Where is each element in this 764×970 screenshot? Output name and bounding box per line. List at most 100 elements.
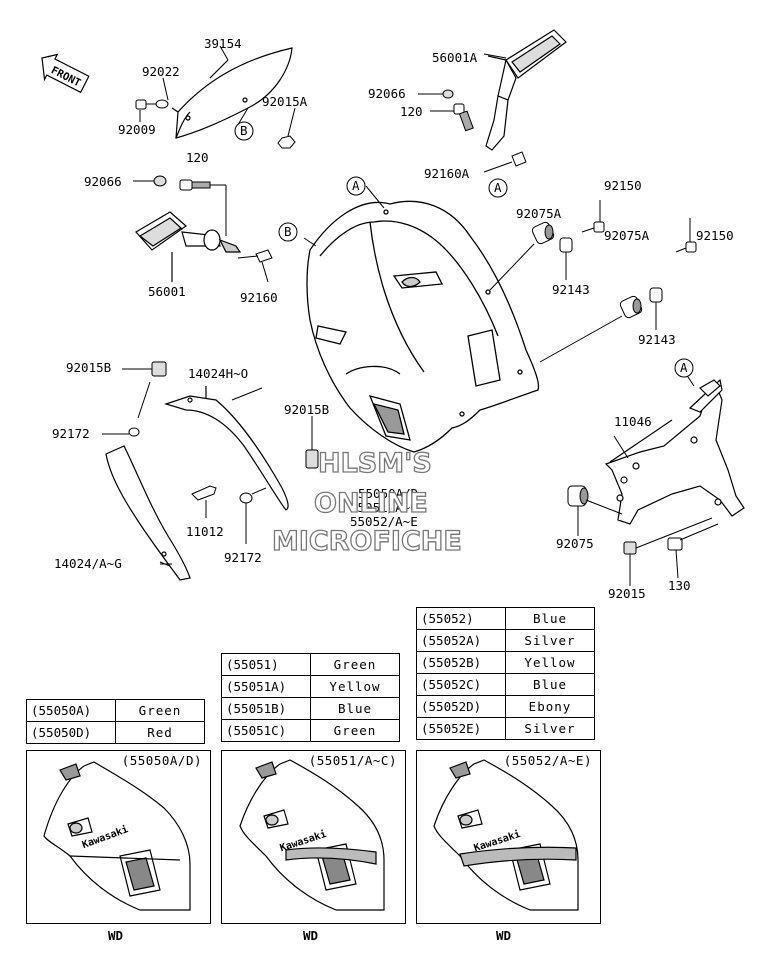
table-cell-color: Silver (505, 717, 595, 740)
label-14024A: 14024/A~G (54, 556, 122, 571)
nut-92015A (277, 107, 296, 149)
table-cell-code: (55052A) (416, 629, 506, 652)
svg-text:B: B (284, 224, 292, 239)
ref-mark-a-4: A (488, 178, 508, 198)
collar-92143-a (559, 237, 573, 280)
grommet-92075 (567, 485, 623, 536)
table-row: (55051)Green (221, 653, 400, 676)
right-mirror-cap-92066 (418, 89, 454, 99)
table-cell-code: (55052) (416, 607, 506, 630)
label-14024H: 14024H~O (188, 366, 248, 381)
variant-footer-2: WD (303, 928, 319, 943)
variant-box-title: (55050A/D) (121, 753, 202, 768)
left-mirror-plate-92160 (255, 249, 273, 283)
bolt-130 (667, 523, 719, 579)
clip-92015B-left (122, 361, 167, 419)
table-row: (55050A)Green (26, 699, 205, 722)
label-55051: 55051/A~C (350, 500, 418, 515)
table-row: (55052B)Yellow (416, 651, 595, 674)
label-92015A-top: 92015A (262, 94, 308, 109)
variant-box-title: (55051/A~C) (308, 753, 397, 768)
label-92015B-left: 92015B (66, 360, 111, 375)
watermark-text: HLSM'S ONLINE MICROFICHE (271, 447, 462, 557)
variant-box-55050: (55050A/D) (26, 750, 211, 924)
label-120-left: 120 (186, 150, 209, 165)
variant-cowling-illustrations: Kawasaki Kawasaki Kawasaki (43, 759, 579, 911)
table-cell-code: (55051A) (221, 675, 311, 698)
label-120-right: 120 (400, 104, 423, 119)
right-mirror-plate-92160A (483, 151, 527, 173)
table-cell-code: (55052E) (416, 717, 506, 740)
table-cell-color: Blue (505, 607, 595, 630)
table-cell-color: Red (115, 721, 205, 744)
screw-92172-left (102, 427, 140, 437)
color-table-55050: (55050A)Green (55050D)Red (26, 699, 205, 744)
upper-cowling-part (306, 200, 540, 453)
ref-mark-a-5: A (674, 358, 694, 378)
variant-box-55051: (55051/A~C) (221, 750, 406, 924)
label-92150-b: 92150 (696, 228, 734, 243)
stay-bracket-11046 (604, 378, 745, 525)
table-row: (55052A)Silver (416, 629, 595, 652)
bolt-92150-b (675, 218, 697, 253)
front-arrow-icon: FRONT (41, 53, 90, 94)
svg-text:A: A (352, 178, 360, 193)
inner-fairing-part (164, 386, 289, 511)
label-92172-mid: 92172 (224, 550, 262, 565)
label-92143-b: 92143 (638, 332, 676, 347)
ref-mark-a-3: A (346, 176, 366, 196)
variant-cowling-3: Kawasaki (433, 759, 579, 911)
left-mirror-part (135, 211, 242, 282)
leader-lines (160, 45, 695, 565)
variant-box-title: (55052/A~E) (503, 753, 592, 768)
watermark-line-2: ONLINE (314, 488, 428, 519)
svg-text:A: A (494, 180, 502, 195)
right-mirror-part (485, 29, 567, 151)
color-table-55052: (55052)Blue (55052A)Silver (55052B)Yello… (416, 607, 595, 740)
table-row: (55052E)Silver (416, 717, 595, 740)
label-130: 130 (668, 578, 691, 593)
svg-text:A: A (680, 360, 688, 375)
grommet-92075A-b (539, 295, 643, 363)
left-mirror-bolt-120 (179, 179, 227, 236)
clip-92015B-mid (305, 416, 319, 469)
table-row: (55051C)Green (221, 719, 400, 742)
label-92075A-b: 92075A (604, 228, 650, 243)
table-cell-color: Green (115, 699, 205, 722)
color-table-55051: (55051)Green (55051A)Yellow (55051B)Blue… (221, 653, 400, 742)
label-92066-left: 92066 (84, 174, 122, 189)
label-92009: 92009 (118, 122, 156, 137)
watermark-line-1: HLSM'S (318, 448, 432, 479)
table-cell-code: (55052D) (416, 695, 506, 718)
table-cell-code: (55051B) (221, 697, 311, 720)
label-56001A: 56001A (432, 50, 478, 65)
label-92022: 92022 (142, 64, 180, 79)
table-row: (55050D)Red (26, 721, 205, 744)
table-cell-color: Yellow (310, 675, 400, 698)
variant-cowling-1: Kawasaki (43, 761, 191, 911)
table-cell-code: (55051C) (221, 719, 311, 742)
label-92075A-a: 92075A (516, 206, 562, 221)
svg-text:B: B (240, 123, 248, 138)
bracket-11012 (191, 485, 217, 518)
screw-92172-mid (239, 487, 267, 544)
collar-92143-b (649, 287, 663, 330)
label-92075: 92075 (556, 536, 594, 551)
label-39154: 39154 (204, 36, 242, 51)
table-cell-code: (55052C) (416, 673, 506, 696)
nut-92015 (623, 517, 713, 586)
variant-footer-1: WD (108, 928, 124, 943)
label-56001: 56001 (148, 284, 186, 299)
table-row: (55052)Blue (416, 607, 595, 630)
table-cell-color: Ebony (505, 695, 595, 718)
label-92160: 92160 (240, 290, 278, 305)
variant-box-55052: (55052/A~E) (416, 750, 601, 924)
label-92172-left: 92172 (52, 426, 90, 441)
table-row: (55051B)Blue (221, 697, 400, 720)
label-55052: 55052/A~E (350, 514, 418, 529)
ref-mark-b-2: B (278, 222, 298, 242)
table-row: (55051A)Yellow (221, 675, 400, 698)
table-cell-code: (55052B) (416, 651, 506, 674)
